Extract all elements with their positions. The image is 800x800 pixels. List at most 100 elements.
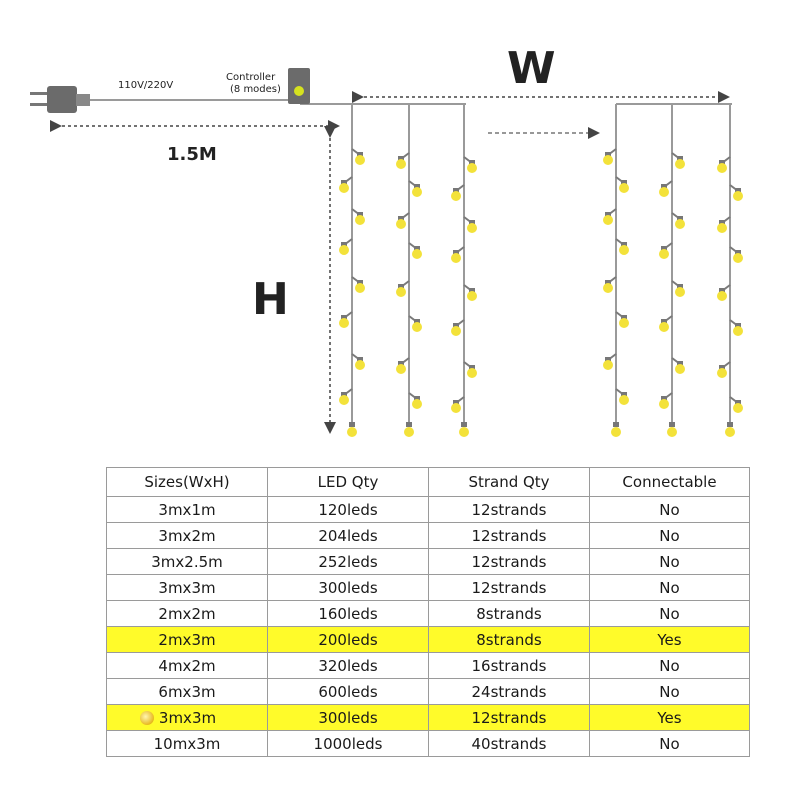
cell-size: 2mx3m	[106, 626, 268, 653]
led-bulb-icon	[396, 357, 410, 374]
cell-led-qty: 300leds	[267, 574, 429, 601]
led-bulb-icon	[717, 216, 731, 233]
led-bulb-icon	[339, 238, 353, 255]
led-bulb-icon	[603, 148, 617, 165]
cell-text: 3mx3m	[158, 578, 216, 597]
led-bulb-icon	[351, 208, 365, 225]
cell-text: Yes	[657, 630, 682, 649]
cell-text: 3mx1m	[158, 500, 216, 519]
led-bulb-icon	[729, 319, 743, 336]
end-bulb-icon	[347, 422, 357, 437]
cell-text: 200leds	[318, 630, 378, 649]
led-bulb-icon	[451, 396, 465, 413]
cell-strand-qty: 12strands	[428, 704, 590, 731]
led-bulb-icon	[339, 176, 353, 193]
cell-connectable: No	[589, 522, 750, 549]
cell-text: 600leds	[318, 682, 378, 701]
led-bulb-icon	[671, 212, 685, 229]
led-bulb-icon	[351, 353, 365, 370]
table-header-row: Sizes(WxH) LED Qty Strand Qty Connectabl…	[106, 467, 750, 497]
led-bulb-icon	[615, 238, 629, 255]
led-bulb-icon	[451, 184, 465, 201]
cell-text: 2mx3m	[158, 630, 216, 649]
cell-connectable: No	[589, 652, 750, 679]
cell-text: No	[659, 604, 680, 623]
cell-strand-qty: 40strands	[428, 730, 590, 757]
led-bulb-icon	[463, 361, 477, 378]
led-bulb-icon	[463, 156, 477, 173]
cell-strand-qty: 12strands	[428, 574, 590, 601]
cell-text: 252leds	[318, 552, 378, 571]
cell-text: 8strands	[476, 604, 542, 623]
table-row: 2mx3m 200leds 8strands Yes	[106, 626, 750, 653]
led-bulb-icon	[408, 180, 422, 197]
cell-led-qty: 600leds	[267, 678, 429, 705]
cell-size: 3mx3m	[106, 574, 268, 601]
curtain-light-diagram: 110V/220V Controller (8 modes) 1.5M W H	[30, 43, 743, 437]
cell-size: 3mx2.5m	[106, 548, 268, 575]
header-sizes: Sizes(WxH)	[106, 467, 268, 497]
cell-text: No	[659, 578, 680, 597]
cell-connectable: No	[589, 574, 750, 601]
end-bulb-icon	[404, 422, 414, 437]
table-row: 10mx3m 1000leds 40strands No	[106, 730, 750, 757]
cell-text: 1000leds	[313, 734, 383, 753]
cell-strand-qty: 12strands	[428, 496, 590, 523]
led-bulb-icon	[463, 284, 477, 301]
cell-connectable: Yes	[589, 626, 750, 653]
cell-text: No	[659, 656, 680, 675]
cell-text: 12strands	[471, 552, 547, 571]
controller-box-icon	[288, 68, 310, 104]
led-bulb-icon	[671, 152, 685, 169]
cell-led-qty: 200leds	[267, 626, 429, 653]
cell-strand-qty: 12strands	[428, 522, 590, 549]
cell-size: 6mx3m	[106, 678, 268, 705]
cell-text: 12strands	[471, 526, 547, 545]
led-bulb-icon	[603, 208, 617, 225]
led-bulb-icon	[408, 392, 422, 409]
cell-size: 10mx3m	[106, 730, 268, 757]
cell-text: 300leds	[318, 708, 378, 727]
end-bulb-icon	[725, 422, 735, 437]
cell-connectable: No	[589, 678, 750, 705]
cell-strand-qty: 24strands	[428, 678, 590, 705]
cell-strand-qty: 12strands	[428, 548, 590, 575]
led-bulb-icon	[659, 242, 673, 259]
cell-text: 4mx2m	[158, 656, 216, 675]
cell-connectable: Yes	[589, 704, 750, 731]
cell-text: No	[659, 682, 680, 701]
cell-led-qty: 1000leds	[267, 730, 429, 757]
cell-strand-qty: 8strands	[428, 626, 590, 653]
cell-size: 3mx2m	[106, 522, 268, 549]
led-bulb-icon	[451, 246, 465, 263]
cell-text: 16strands	[471, 656, 547, 675]
led-bulb-icon	[615, 388, 629, 405]
spec-table: Sizes(WxH) LED Qty Strand Qty Connectabl…	[106, 467, 750, 757]
cell-size: 2mx2m	[106, 600, 268, 627]
header-strand-qty: Strand Qty	[428, 467, 590, 497]
cell-led-qty: 252leds	[267, 548, 429, 575]
controller-label: Controller	[226, 72, 276, 83]
cell-size: 3mx1m	[106, 496, 268, 523]
cell-size: 4mx2m	[106, 652, 268, 679]
cell-led-qty: 300leds	[267, 704, 429, 731]
led-bulb-icon	[717, 284, 731, 301]
cell-text: 24strands	[471, 682, 547, 701]
led-bulb-icon	[659, 315, 673, 332]
led-bulb-icon	[717, 361, 731, 378]
cell-text: 120leds	[318, 500, 378, 519]
cell-text: No	[659, 734, 680, 753]
table-row: 3mx2.5m 252leds 12strands No	[106, 548, 750, 575]
voltage-label: 110V/220V	[118, 80, 173, 91]
power-plug-icon	[30, 86, 90, 113]
end-bulb-icon	[667, 422, 677, 437]
cell-text: 300leds	[318, 578, 378, 597]
led-bulb-icon	[729, 396, 743, 413]
cell-connectable: No	[589, 548, 750, 575]
cell-text: 40strands	[471, 734, 547, 753]
width-label: W	[507, 43, 556, 94]
end-bulb-icon	[459, 422, 469, 437]
